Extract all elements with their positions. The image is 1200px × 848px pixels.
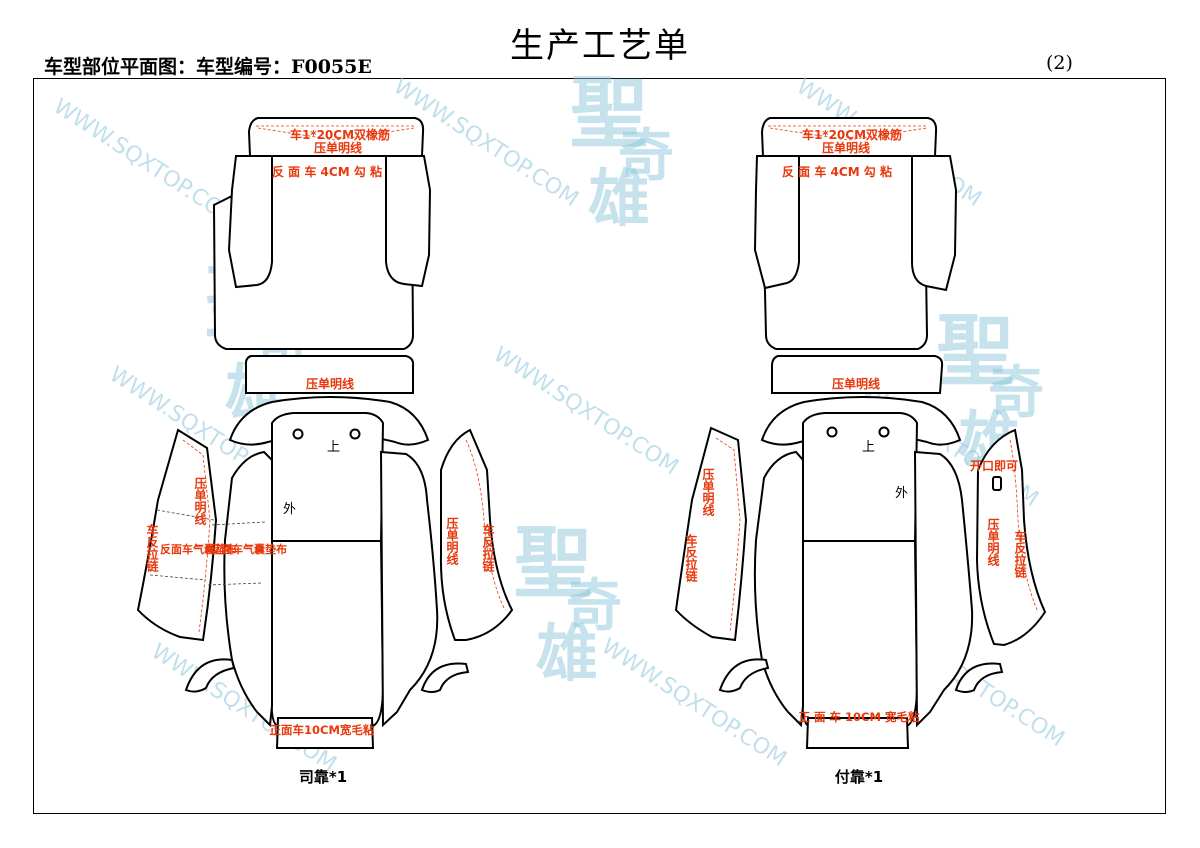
right-seat-pattern: 车1*20CM双橡筋 压单明线 反 面 车 4CM 勾 粘 压单明线 上 外 压… [674,117,1047,786]
inner-side-right-piece [379,450,439,728]
watermark-brand-char: 聖 [570,68,648,159]
hook-piece-left [718,658,770,693]
center-panel-piece [802,412,919,542]
outer-side-right-piece [439,428,514,641]
seatback-main-piece [760,155,937,350]
left-seat-pattern: 车1*20CM双橡筋 压单明线 反 面 车 4CM 勾 粘 压单明线 上 外 压… [136,117,514,786]
outer-side-left-piece [674,426,748,642]
bottom-strip-piece [805,717,910,749]
back-top-label: 反 面 车 4CM 勾 粘 [272,164,382,179]
back-side-flap-right [385,155,432,288]
watermark-url: WWW.SQXTOP.COM [489,342,683,480]
left-panel-label-1: 压单明线 [701,468,715,517]
bolster-band-piece [771,355,944,394]
watermark-brand-char: 奇 [566,573,622,639]
headrest-label-1: 车1*20CM双橡筋 [290,127,390,142]
hook-piece-right [420,662,470,693]
page-number: (2) [1046,52,1073,74]
opening-slot [992,476,1002,491]
left-panel-label-2: 车反拉链 [684,533,698,583]
center-lower-piece [270,540,385,727]
airbag-label-2: 反面车气囊垫布 [210,542,287,556]
inner-side-left-piece [753,450,804,728]
out-mark: 外 [895,486,908,501]
inner-side-right-piece [913,450,974,728]
right-panel-label-2: 车反拉链 [481,523,495,573]
watermark-brand-char: 聖 [936,306,1014,397]
inner-side-left-piece [223,450,273,728]
up-mark: 上 [327,440,340,455]
up-mark: 上 [862,440,875,455]
page-title: 生产工艺单 [510,26,690,66]
watermark-brand-char: 聖 [514,518,592,609]
band-label: 压单明线 [832,376,880,391]
bolster-band-piece [244,355,415,394]
airbag-label-1: 反面车气囊垫布 [160,542,237,556]
open-label: 开口即可 [970,459,1018,473]
outer-side-left-piece [136,428,218,642]
out-mark: 外 [283,502,296,517]
back-side-flap-left [753,155,800,290]
bottom-strip-piece [275,717,375,749]
right-panel-label-1: 压单明线 [445,517,459,566]
watermark-brand-char: 奇 [618,123,674,189]
headrest-label-2: 压单明线 [314,140,362,155]
seat-caption: 司靠*1 [299,768,347,786]
left-panel-label-2: 车反拉链 [145,523,159,573]
band-label: 压单明线 [306,376,354,391]
center-lower-piece [801,540,919,727]
hook-piece-left [184,658,236,693]
watermark-brand-char: 奇 [988,360,1044,426]
bottom-label: 正 面 车 10CM 宽毛粘 [799,710,920,724]
watermark-brand-char: 雄 [536,617,598,690]
left-panel-label-1: 压单明线 [193,477,207,526]
back-side-flap-right [911,155,958,292]
back-top-label: 反 面 车 4CM 勾 粘 [782,164,892,179]
back-side-flap-left [227,155,273,289]
hook-piece-right [954,662,1004,693]
drawing-frame [33,78,1166,814]
right-panel-label-1: 压单明线 [986,518,1000,567]
bottom-label: 正面车10CM宽毛粘 [270,723,375,737]
center-panel-piece [271,412,385,542]
seat-caption: 付靠*1 [835,768,883,786]
headrest-label-1: 车1*20CM双橡筋 [802,127,902,142]
headrest-label-2: 压单明线 [822,140,870,155]
model-subtitle: 车型部位平面图：车型编号：F0055E [44,56,372,78]
watermark-brand-char: 雄 [588,162,650,235]
right-panel-label-2: 车反拉链 [1013,529,1027,579]
